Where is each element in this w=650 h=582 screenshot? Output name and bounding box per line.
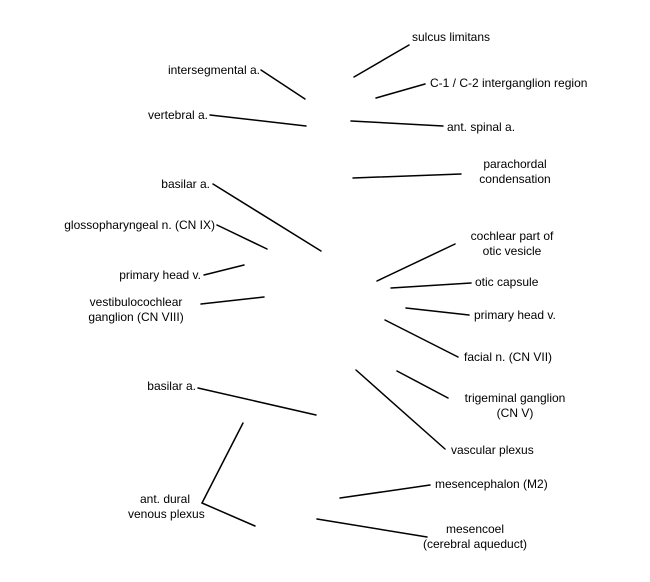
leader-basilar-a-upper	[212, 183, 322, 252]
label-vestibulocochlear-ganglion: vestibulocochlear ganglion (CN VIII)	[72, 295, 200, 325]
label-trigeminal-ganglion-line-2: (CN V)	[496, 406, 534, 420]
leader-vestibulocochlear-ganglion	[200, 296, 265, 305]
label-parachordal-condensation-line-1: parachordal	[483, 157, 547, 171]
label-cochlear-part-otic-vesicle-line-1: cochlear part of	[470, 229, 554, 243]
label-vertebral-a: vertebral a.	[147, 108, 208, 122]
label-cochlear-part-otic-vesicle-line-2: otic vesicle	[482, 244, 542, 258]
label-mesencephalon: mesencephalon (M2)	[435, 477, 548, 491]
leader-mesencoel	[316, 518, 428, 538]
label-vestibulocochlear-ganglion-line-1: vestibulocochlear	[89, 295, 183, 309]
label-primary-head-v-right: primary head v.	[474, 308, 556, 322]
label-ant-dural-venous-plexus-line-1: ant. dural	[139, 492, 191, 506]
label-sulcus-limitans: sulcus limitans	[412, 30, 491, 44]
leader-ant-dural-venous-plexus-upper	[201, 422, 244, 504]
label-basilar-a-upper: basilar a.	[161, 177, 210, 191]
leader-vertebral-a	[209, 114, 307, 127]
label-c1-c2-interganglion-region: C-1 / C-2 interganglion region	[430, 76, 588, 90]
label-ant-spinal-a: ant. spinal a.	[447, 120, 516, 134]
leader-primary-head-v-right	[405, 307, 470, 316]
label-ant-dural-venous-plexus-line-2: venous plexus	[128, 507, 205, 521]
label-intersegmental-a: intersegmental a.	[167, 63, 260, 77]
leader-mesencephalon	[339, 484, 431, 499]
leader-c1-c2-interganglion	[375, 83, 426, 99]
leader-glossopharyngeal-n	[216, 224, 268, 250]
label-parachordal-condensation-line-2: condensation	[479, 172, 551, 186]
label-cochlear-part-otic-vesicle: cochlear part of otic vesicle	[460, 229, 564, 259]
label-ant-dural-venous-plexus: ant. dural venous plexus	[128, 492, 205, 522]
leader-intersegmental-a	[260, 69, 306, 100]
label-primary-head-v-left: primary head v.	[119, 268, 201, 282]
label-vestibulocochlear-ganglion-line-2: ganglion (CN VIII)	[88, 310, 184, 324]
label-trigeminal-ganglion: trigeminal ganglion (CN V)	[450, 391, 580, 421]
leader-facial-n	[384, 319, 459, 358]
leader-primary-head-v-left	[203, 264, 245, 276]
label-trigeminal-ganglion-line-1: trigeminal ganglion	[464, 391, 566, 405]
label-basilar-a-lower: basilar a.	[147, 379, 196, 393]
leader-cochlear-part-otic-vesicle	[376, 243, 456, 282]
leader-otic-capsule	[390, 282, 472, 289]
label-parachordal-condensation: parachordal condensation	[465, 157, 565, 187]
label-mesencoel-line-1: mesencoel	[445, 522, 505, 536]
leader-basilar-a-lower	[197, 387, 317, 416]
leader-ant-spinal-a	[350, 120, 444, 127]
label-mesencoel-line-2: (cerebral aqueduct)	[422, 537, 528, 551]
leader-sulcus-limitans	[353, 44, 410, 78]
label-vascular-plexus: vascular plexus	[451, 443, 534, 457]
label-otic-capsule: otic capsule	[475, 275, 539, 289]
leader-ant-dural-venous-plexus-lower	[201, 502, 256, 527]
leader-parachordal-condensation	[352, 173, 462, 179]
label-mesencoel: mesencoel (cerebral aqueduct)	[410, 522, 540, 552]
leader-trigeminal-ganglion	[396, 370, 449, 399]
label-glossopharyngeal-n: glossopharyngeal n. (CN IX)	[64, 218, 215, 232]
label-facial-n: facial n. (CN VII)	[464, 350, 553, 364]
leader-vascular-plexus	[355, 369, 446, 450]
